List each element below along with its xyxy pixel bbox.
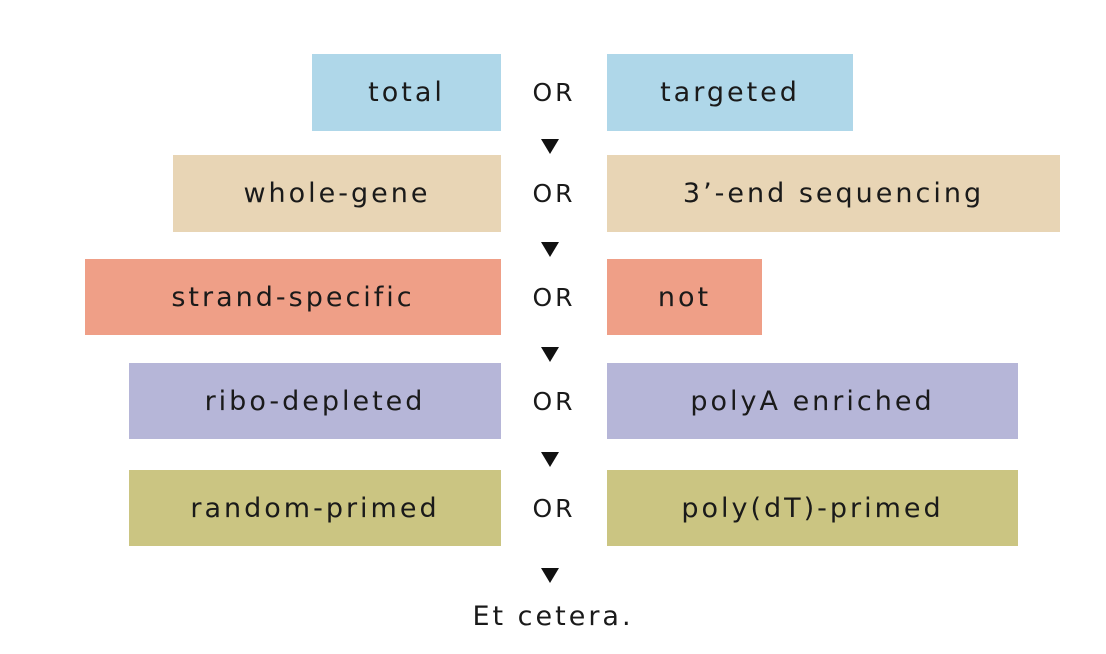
down-triangle-icon — [541, 452, 559, 467]
row-1-left-option: total — [312, 54, 501, 131]
row-1-or-label: OR — [532, 78, 576, 107]
row-4-left-option: ribo-depleted — [129, 363, 501, 439]
row-3-right-option: not — [607, 259, 762, 335]
row-1-right-option: targeted — [607, 54, 853, 131]
footer-text: Et cetera. — [472, 600, 634, 632]
row-4-or-label: OR — [532, 386, 576, 416]
row-3-left-option: strand-specific — [85, 259, 501, 335]
row-2-or-label: OR — [532, 179, 576, 208]
row-3-or-label: OR — [532, 282, 576, 312]
down-triangle-icon — [541, 347, 559, 362]
down-triangle-icon — [541, 568, 559, 583]
row-2-left-option: whole-gene — [173, 155, 501, 232]
row-5-left-option: random-primed — [129, 470, 501, 546]
down-triangle-icon — [541, 139, 559, 154]
row-5-right-option: poly(dT)-primed — [607, 470, 1018, 546]
row-4-right-option: polyA enriched — [607, 363, 1018, 439]
down-triangle-icon — [541, 242, 559, 257]
row-2-right-option: 3’-end sequencing — [607, 155, 1060, 232]
row-5-or-label: OR — [532, 493, 576, 523]
